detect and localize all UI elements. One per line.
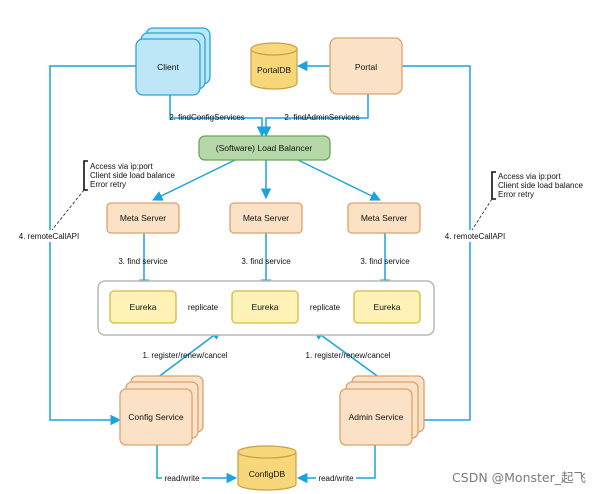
eureka-label: Eureka [374, 302, 401, 312]
edges [49, 60, 471, 484]
remote-call-api-right-label: 4. remoteCallAPI [445, 232, 505, 241]
read-write-right-label: read/write [318, 474, 354, 483]
meta-server-3: Meta Server [347, 202, 421, 234]
register-renew-cancel-left-label: 1. register/renew/cancel [143, 351, 228, 360]
remote-call-api-left-label: 4. remoteCallAPI [19, 232, 79, 241]
watermark-text: CSDN @Monster_起飞 [452, 470, 586, 485]
edge-admin-register [313, 329, 381, 379]
note-left-line: Access via ip:port [90, 162, 153, 171]
find-config-services-label: 2. findConfigServices [169, 113, 245, 122]
read-write-left-label: read/write [164, 474, 200, 483]
configdb-node: ConfigDB [237, 445, 297, 491]
client-node: Client [135, 27, 211, 96]
eureka-3: Eureka [353, 290, 421, 324]
edge-portal-to-load-balancer [260, 92, 369, 138]
portaldb-label: PortalDB [257, 65, 291, 75]
find-service-label: 3. find service [118, 257, 168, 266]
load-balancer-node: (Software) Load Balancer [198, 135, 331, 161]
find-service-label: 3. find service [241, 257, 291, 266]
load-balancer-label: (Software) Load Balancer [216, 143, 313, 153]
note-right-line: Client side load balance [498, 181, 583, 190]
portal-node: Portal [329, 37, 403, 95]
portaldb-node: PortalDB [250, 42, 298, 90]
note-left-line: Error retry [90, 180, 126, 189]
replicate-label: replicate [188, 303, 219, 312]
meta-server-label: Meta Server [120, 213, 166, 223]
meta-server-1: Meta Server [106, 202, 180, 234]
note-right: Access via ip:port Client side load bala… [471, 171, 583, 231]
note-left: Access via ip:port Client side load bala… [51, 160, 175, 231]
client-label: Client [157, 62, 179, 72]
edge-config-register [156, 329, 222, 379]
eureka-label: Eureka [130, 302, 157, 312]
config-service-node: Config Service [119, 375, 204, 446]
config-service-label: Config Service [128, 412, 184, 422]
edge-config-read-write [156, 444, 238, 484]
note-right-line: Error retry [498, 190, 534, 199]
note-right-line: Access via ip:port [498, 172, 561, 181]
portal-label: Portal [355, 62, 377, 72]
configdb-label: ConfigDB [249, 469, 286, 479]
eureka-1: Eureka [109, 290, 177, 324]
eureka-2: Eureka [231, 290, 299, 324]
admin-service-label: Admin Service [349, 412, 404, 422]
edge-lb-to-meta-3 [297, 159, 381, 201]
find-admin-services-label: 2. findAdminServices [284, 113, 359, 122]
eureka-label: Eureka [252, 302, 279, 312]
find-service-label: 3. find service [360, 257, 410, 266]
edge-labels: 2. findConfigServices 2. findAdminServic… [14, 113, 510, 483]
meta-server-label: Meta Server [361, 213, 407, 223]
register-renew-cancel-right-label: 1. register/renew/cancel [306, 351, 391, 360]
replicate-label: replicate [310, 303, 341, 312]
edge-remote-call-left [49, 65, 136, 426]
note-left-line: Client side load balance [90, 171, 175, 180]
meta-server-label: Meta Server [243, 213, 289, 223]
edge-remote-call-right [402, 65, 471, 426]
admin-service-node: Admin Service [339, 375, 425, 446]
edge-lb-to-meta-1 [152, 159, 236, 201]
meta-server-2: Meta Server [229, 202, 303, 234]
